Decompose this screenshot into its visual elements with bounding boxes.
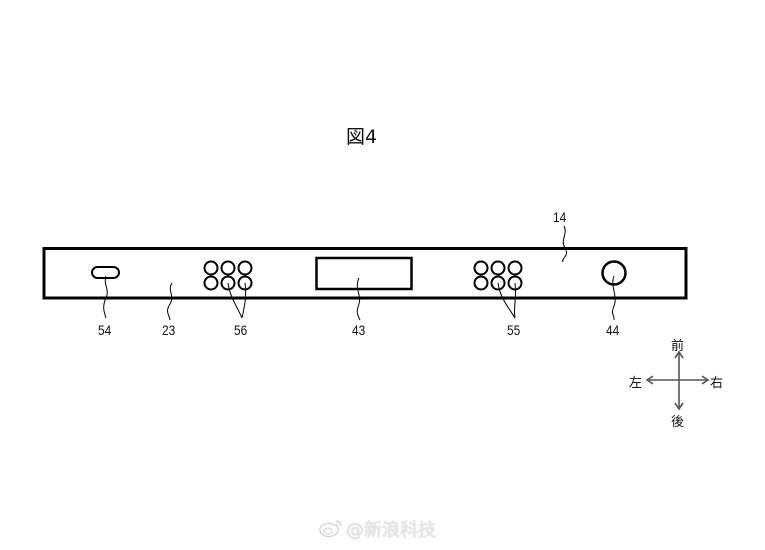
- leader-56b: [241, 282, 247, 319]
- label-56: 56: [234, 322, 248, 338]
- label-55: 55: [507, 322, 521, 338]
- figure-title: 図4: [346, 126, 378, 148]
- leader-56a: [227, 282, 243, 319]
- label-44: 44: [606, 322, 620, 338]
- leader-54: [103, 275, 108, 319]
- label-23: 23: [162, 322, 176, 338]
- leader-44: [611, 275, 616, 321]
- weibo-icon: [319, 520, 342, 538]
- knob-44: [601, 260, 627, 286]
- display-43: [315, 256, 413, 291]
- panel-outline: [42, 247, 688, 300]
- label-43: 43: [352, 322, 366, 338]
- direction-left: 左: [629, 376, 643, 391]
- button-grid-56: [203, 260, 253, 291]
- leader-14: [562, 225, 568, 263]
- watermark-text: @新浪科技: [346, 520, 436, 541]
- leader-43: [356, 277, 361, 321]
- direction-arrows: [645, 350, 710, 411]
- direction-back: 後: [671, 415, 685, 430]
- leader-55a: [497, 282, 516, 319]
- leader-23: [167, 282, 173, 321]
- label-14: 14: [553, 209, 567, 225]
- label-54: 54: [98, 322, 112, 338]
- direction-right: 右: [710, 376, 724, 391]
- direction-front: 前: [671, 339, 685, 354]
- leader-55b: [513, 282, 517, 319]
